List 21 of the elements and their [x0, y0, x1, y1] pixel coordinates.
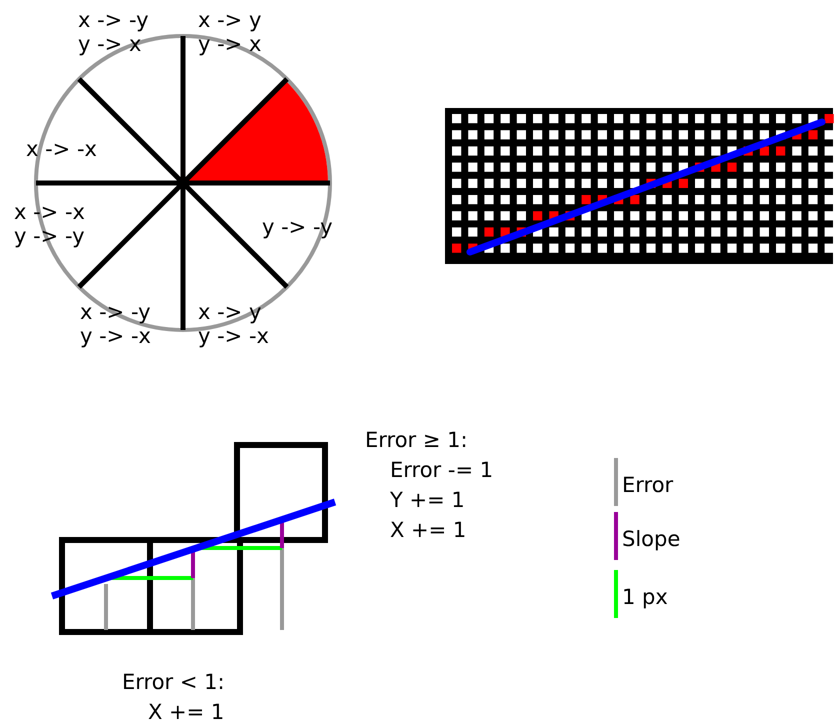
mapping-label: y -> -x	[80, 324, 151, 348]
rule-text: Error ≥ 1:	[365, 428, 468, 452]
rule-text: Error -= 1	[390, 458, 494, 482]
mapping-label: y -> -y	[262, 215, 333, 239]
rule-text: X += 1	[390, 518, 466, 542]
mapping-label: y -> x	[198, 32, 262, 56]
mapping-label: x -> -x	[26, 137, 97, 161]
mapping-label: x -> y	[198, 8, 262, 32]
mapping-label: y -> -x	[198, 324, 269, 348]
mapping-label: y -> x	[78, 32, 142, 56]
legend-label: Slope	[622, 527, 680, 551]
mapping-label: x -> -y	[78, 8, 149, 32]
mapping-label: x -> -x	[14, 200, 85, 224]
rule-text: X += 1	[148, 700, 224, 724]
mapping-label: x -> -y	[80, 300, 151, 324]
rule-text: Error < 1:	[122, 670, 225, 694]
rule-text: Y += 1	[390, 488, 465, 512]
mapping-label: x -> y	[198, 300, 262, 324]
legend-label: Error	[622, 473, 674, 497]
mapping-label: y -> -y	[14, 224, 85, 248]
legend-label: 1 px	[622, 585, 668, 609]
